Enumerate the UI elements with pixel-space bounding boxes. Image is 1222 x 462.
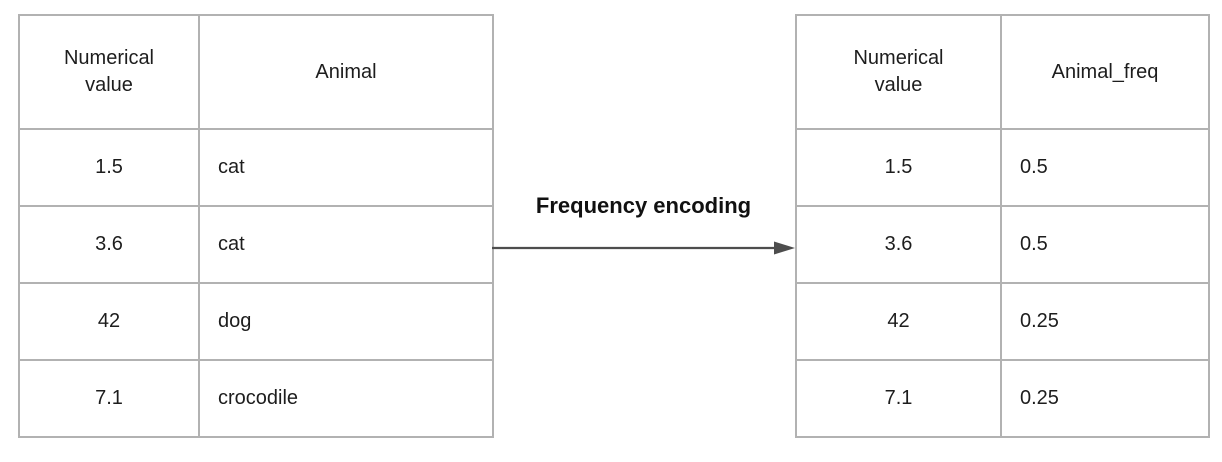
table-cell: crocodile — [198, 359, 494, 438]
encoded-data-table: Numerical value Animal_freq 1.5 0.5 3.6 … — [795, 14, 1210, 438]
table-header-row: Numerical value Animal — [18, 14, 494, 130]
table-cell: dog — [198, 282, 494, 361]
table-row: 1.5 cat — [18, 128, 494, 207]
original-data-table: Numerical value Animal 1.5 cat 3.6 cat 4… — [18, 14, 494, 438]
table-header-row: Numerical value Animal_freq — [795, 14, 1210, 130]
header-label: Numerical value — [853, 47, 944, 96]
table-row: 7.1 0.25 — [795, 359, 1210, 438]
table-row: 7.1 crocodile — [18, 359, 494, 438]
table-cell: 42 — [18, 282, 200, 361]
header-label: Animal_freq — [1051, 60, 1159, 83]
table-cell: cat — [198, 128, 494, 207]
header-cell-numerical-value: Numerical value — [18, 14, 200, 130]
table-cell: 1.5 — [18, 128, 200, 207]
table-row: 42 dog — [18, 282, 494, 361]
table-cell: cat — [198, 205, 494, 284]
table-cell: 1.5 — [795, 128, 1002, 207]
header-cell-numerical-value: Numerical value — [795, 14, 1002, 130]
table-cell: 0.5 — [1000, 205, 1210, 284]
table-row: 3.6 0.5 — [795, 205, 1210, 284]
table-cell: 0.25 — [1000, 282, 1210, 361]
table-cell: 3.6 — [795, 205, 1002, 284]
table-row: 1.5 0.5 — [795, 128, 1210, 207]
table-cell: 7.1 — [795, 359, 1002, 438]
table-cell: 0.5 — [1000, 128, 1210, 207]
header-label: Animal — [315, 60, 377, 83]
header-cell-animal-freq: Animal_freq — [1000, 14, 1210, 130]
arrow-label: Frequency encoding — [535, 193, 752, 218]
right-arrow-icon — [492, 241, 795, 255]
table-row: 3.6 cat — [18, 205, 494, 284]
table-cell: 3.6 — [18, 205, 200, 284]
table-cell: 0.25 — [1000, 359, 1210, 438]
table-row: 42 0.25 — [795, 282, 1210, 361]
header-label: Numerical value — [63, 47, 155, 96]
header-cell-animal: Animal — [198, 14, 494, 130]
table-cell: 7.1 — [18, 359, 200, 438]
table-cell: 42 — [795, 282, 1002, 361]
